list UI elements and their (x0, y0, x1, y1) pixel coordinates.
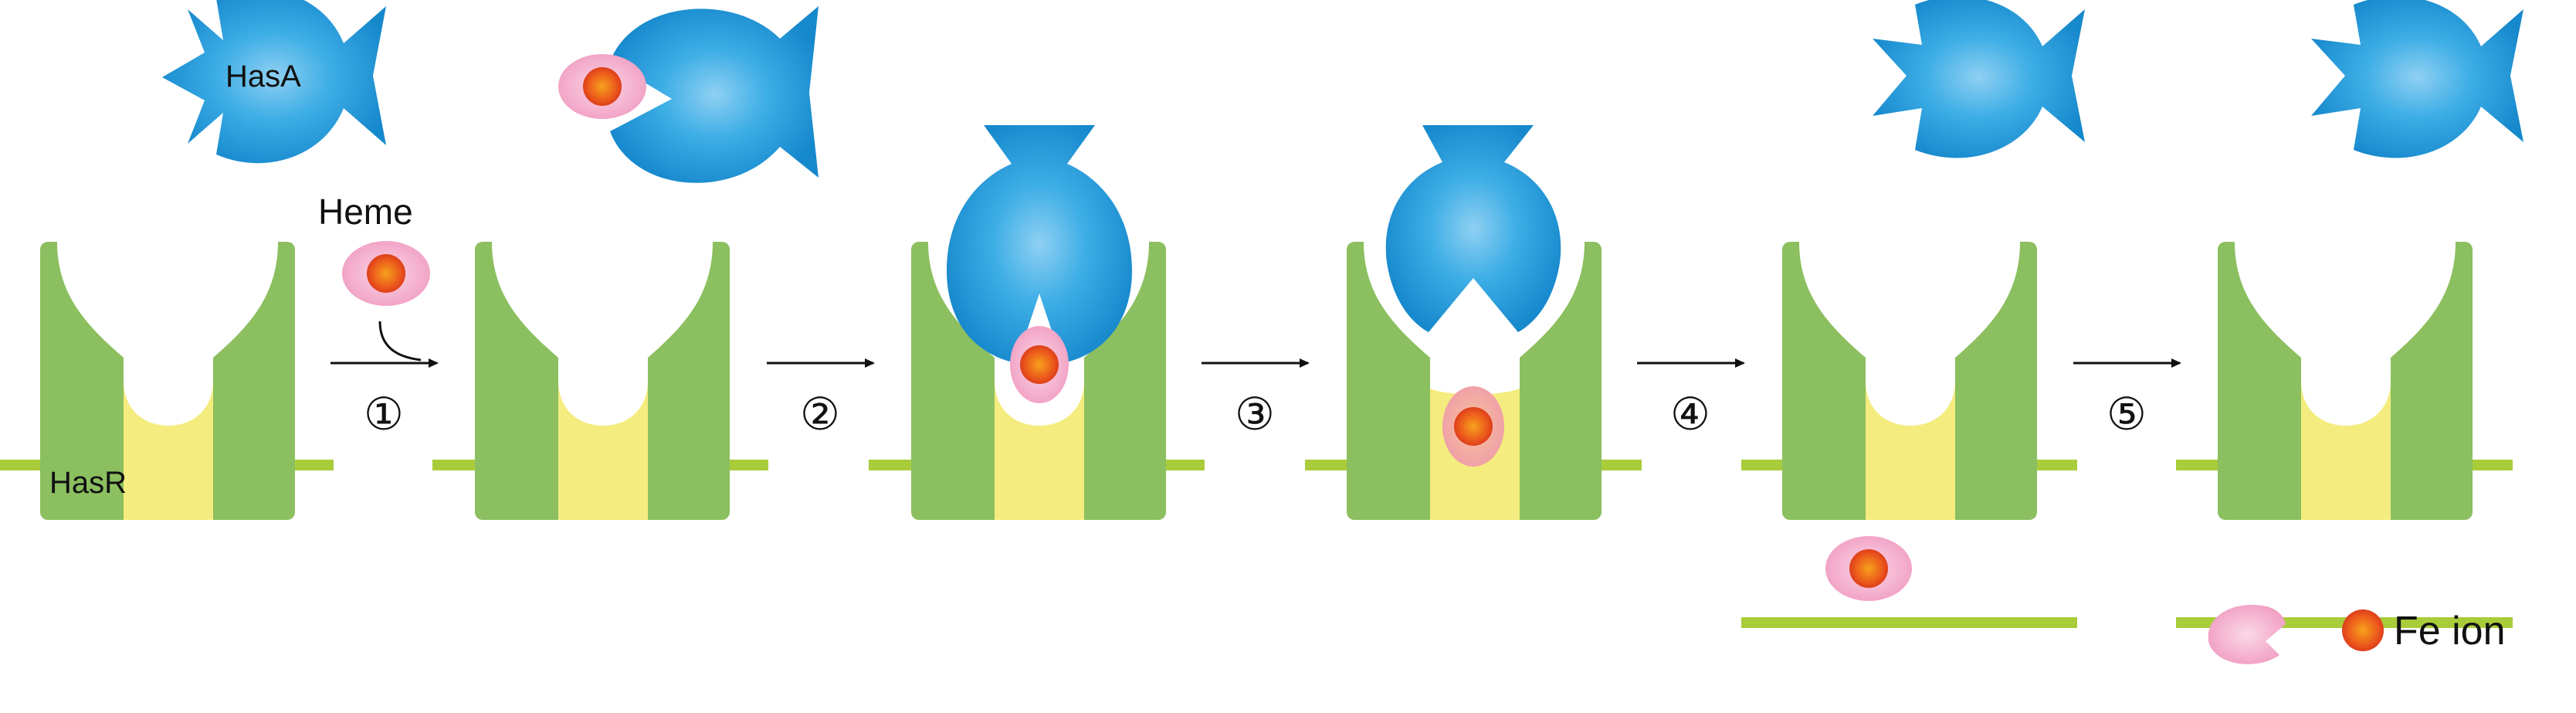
step-label-1: ① (364, 388, 404, 440)
hasr-receptor-1 (40, 242, 295, 520)
heme-in-channel-step3 (1442, 386, 1504, 467)
heme-bound-hasa (558, 54, 646, 119)
hasa-protein-5 (1873, 0, 2085, 158)
heme-docked-step2 (1010, 326, 1069, 403)
hasr-receptor-5 (1782, 242, 2037, 520)
step-label-4: ④ (1670, 388, 1710, 440)
hasr-receptor-6 (2218, 242, 2473, 520)
hasr-receptor-4 (1347, 242, 1602, 520)
heme-label: Heme (318, 192, 413, 232)
legend-fe-ion-icon (2342, 609, 2384, 651)
legend-fe-ion-label: Fe ion (2394, 609, 2506, 654)
hasa-protein-4 (1385, 125, 1561, 332)
hasa-protein-1 (162, 0, 386, 164)
step-label-3: ③ (1235, 388, 1275, 440)
heme-free (342, 241, 430, 306)
step-label-2: ② (800, 388, 840, 440)
arrow-heme-curve (378, 321, 422, 362)
hasa-label: HasA (225, 59, 301, 93)
hasr-receptor-2 (475, 242, 730, 520)
heme-periplasm-step4 (1825, 536, 1912, 601)
hasa-protein-6 (2311, 0, 2523, 158)
legend-heme-shell-icon (2208, 604, 2286, 664)
step-label-5: ⑤ (2107, 388, 2147, 440)
hasa-protein-2 (610, 6, 819, 183)
hasr-label: HasR (49, 466, 127, 500)
hasa-protein-3 (947, 125, 1132, 363)
